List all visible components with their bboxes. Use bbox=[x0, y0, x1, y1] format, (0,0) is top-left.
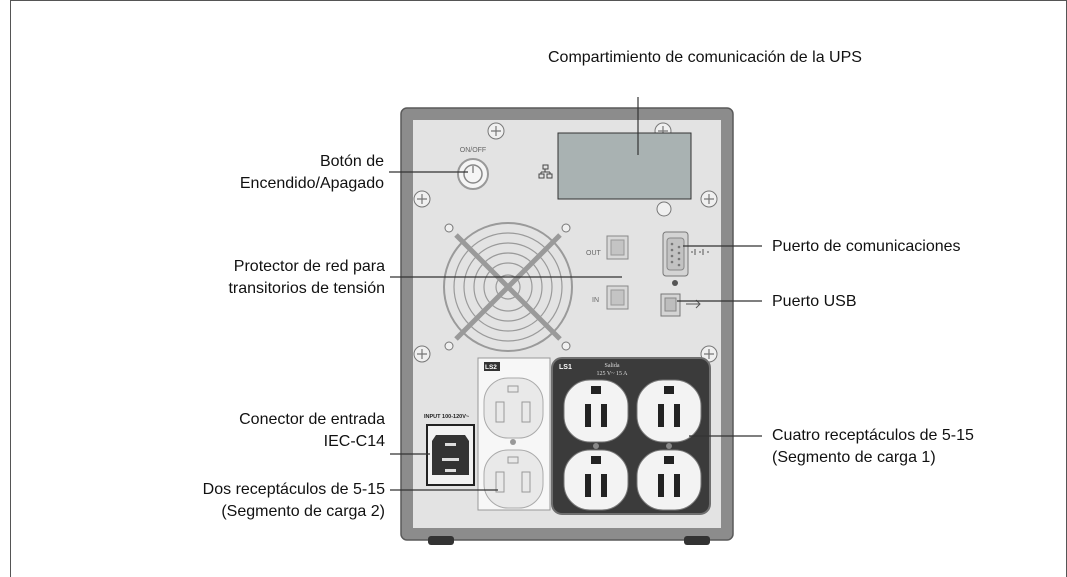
callout-line: Protector de red para bbox=[233, 258, 385, 275]
out-label: OUT bbox=[586, 250, 602, 257]
ls1-label: LS1 bbox=[559, 364, 572, 371]
receptacle-ls1-4 bbox=[636, 449, 702, 511]
screw bbox=[672, 280, 678, 286]
fan-grille bbox=[443, 222, 573, 352]
network-icon bbox=[538, 164, 553, 179]
usb-port-callout: Puerto USB bbox=[772, 293, 857, 310]
callout-line: IEC-C14 bbox=[323, 433, 385, 450]
callout-line: Botón de bbox=[319, 153, 384, 170]
receptacle-ls1-1 bbox=[563, 379, 629, 443]
power-icon bbox=[463, 164, 483, 184]
screw bbox=[656, 201, 672, 217]
input-connector-callout: Conector de entrada IEC-C14 bbox=[180, 409, 385, 453]
salida-rating-label: 125 V~ 15 A bbox=[597, 371, 629, 377]
input-rating-label: INPUT 100-120V~ bbox=[424, 414, 469, 420]
callout-line: Conector de entrada bbox=[239, 411, 385, 428]
on-off-label: ON/OFF bbox=[460, 147, 486, 154]
callout-line: Cuatro receptáculos de 5-15 bbox=[772, 427, 974, 444]
receptacle-ls2-1 bbox=[483, 377, 544, 439]
receptacle-ls1-2 bbox=[636, 379, 702, 443]
two-receptacles-callout: Dos receptáculos de 5-15 (Segmento de ca… bbox=[150, 479, 385, 523]
salida-label: Salida bbox=[605, 363, 620, 369]
screw bbox=[561, 223, 571, 233]
receptacle-ls1-3 bbox=[563, 449, 629, 511]
screw bbox=[444, 223, 454, 233]
comm-bay-card bbox=[557, 132, 692, 200]
in-label: IN bbox=[592, 297, 599, 304]
foot-right bbox=[684, 536, 710, 545]
comm-port-callout: Puerto de comunicaciones bbox=[772, 238, 961, 255]
screw bbox=[561, 341, 571, 351]
network-protector-callout: Protector de red para transitorios de te… bbox=[180, 256, 385, 300]
comm-bay-callout: Compartimiento de comunicación de la UPS bbox=[548, 49, 862, 66]
callout-line: (Segmento de carga 2) bbox=[221, 503, 385, 520]
ls2-label: LS2 bbox=[485, 364, 497, 371]
screw bbox=[444, 341, 454, 351]
four-receptacles-callout: Cuatro receptáculos de 5-15 (Segmento de… bbox=[772, 425, 974, 469]
callout-line: Encendido/Apagado bbox=[239, 175, 384, 192]
serial-icon bbox=[691, 249, 709, 255]
power-button bbox=[457, 158, 489, 190]
receptacle-ls2-2 bbox=[483, 449, 544, 509]
callout-line: Dos receptáculos de 5-15 bbox=[202, 481, 385, 498]
power-button-callout: Botón de Encendido/Apagado bbox=[218, 151, 384, 195]
callout-line: (Segmento de carga 1) bbox=[772, 449, 936, 466]
receptacles-ls1 bbox=[563, 379, 702, 511]
foot-left bbox=[428, 536, 454, 545]
callout-line: transitorios de tensión bbox=[228, 280, 385, 297]
